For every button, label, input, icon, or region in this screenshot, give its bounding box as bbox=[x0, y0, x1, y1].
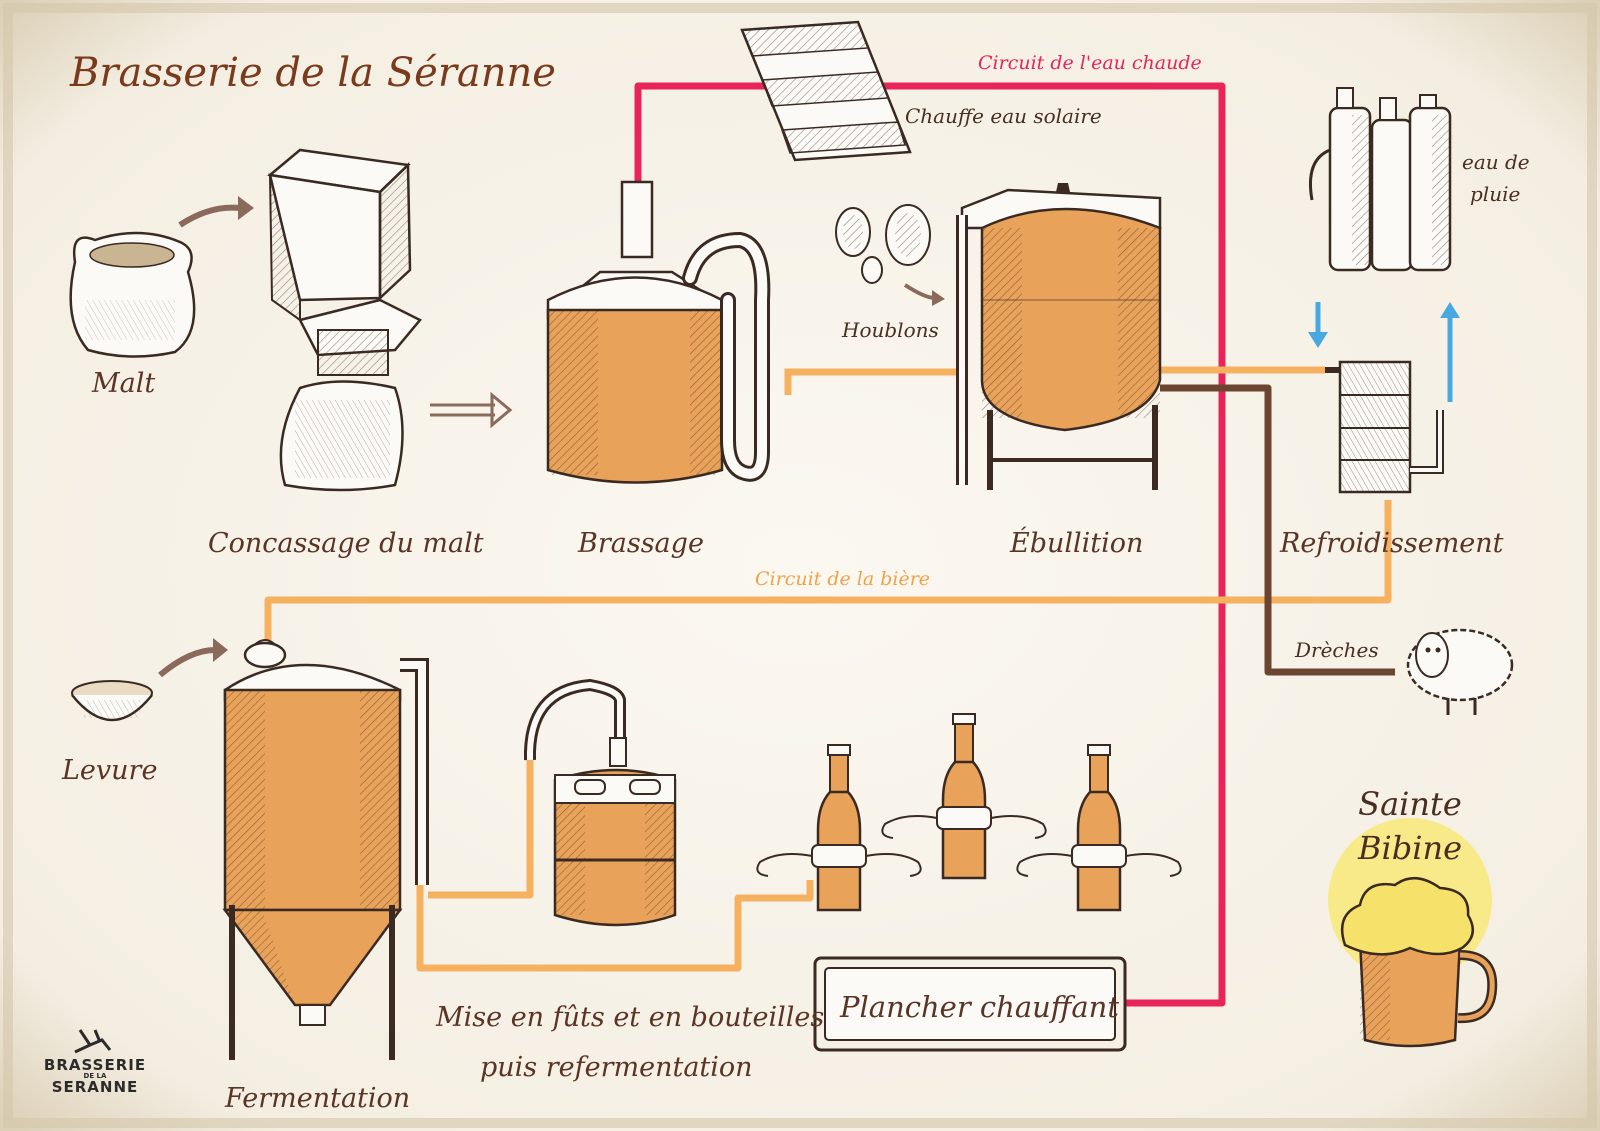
label-eau-de-pluie-line1: eau de bbox=[1462, 150, 1530, 174]
label-sainte-bibine: Sainte Bibine bbox=[1330, 782, 1490, 870]
beer-pipe-fermenter-keg bbox=[428, 760, 534, 899]
logo-line1: BRASSERIE bbox=[43, 1056, 147, 1074]
fermenter-illustration bbox=[222, 639, 429, 1060]
arrow-hops-to-kettle-head bbox=[932, 290, 945, 306]
mash-tun-illustration bbox=[546, 180, 771, 484]
label-sainte: Sainte bbox=[1358, 785, 1462, 823]
label-levure: Levure bbox=[62, 755, 158, 786]
brewery-logo-mantis bbox=[74, 1029, 112, 1054]
rainwater-tanks-illustration bbox=[1309, 87, 1452, 272]
cold-water-in-arrow bbox=[1308, 302, 1328, 348]
beer-pipe-brassage-ebullition bbox=[784, 368, 962, 395]
label-plancher-chauffant: Plancher chauffant bbox=[840, 990, 1119, 1024]
hot-water-circuit-pipe bbox=[634, 82, 1226, 1007]
paper-border bbox=[3, 3, 1597, 1128]
beer-mug-illustration bbox=[1340, 877, 1498, 1048]
yeast-bowl-illustration bbox=[71, 680, 153, 722]
logo-small: DE LA bbox=[83, 1072, 107, 1080]
arrow-yeast-to-fermenter-head bbox=[213, 638, 228, 662]
bottle-right-illustration bbox=[1016, 744, 1182, 912]
label-brassage: Brassage bbox=[578, 528, 704, 559]
malt-sack-illustration bbox=[69, 231, 196, 358]
page-title: Brasserie de la Séranne bbox=[70, 50, 556, 96]
sheep-illustration bbox=[1406, 628, 1514, 715]
keg-illustration bbox=[523, 678, 677, 927]
label-concassage: Concassage du malt bbox=[208, 528, 484, 559]
label-malt: Malt bbox=[92, 368, 156, 399]
heat-exchanger-illustration bbox=[1325, 360, 1444, 494]
bottle-left-illustration bbox=[756, 744, 922, 912]
boil-kettle-illustration bbox=[956, 183, 1162, 490]
label-dreches: Drèches bbox=[1295, 638, 1379, 662]
label-bibine: Bibine bbox=[1357, 829, 1462, 867]
label-houblons: Houblons bbox=[842, 318, 939, 342]
floor-heating-box-inner bbox=[824, 967, 1116, 1041]
malt-mill-illustration bbox=[267, 148, 422, 492]
arrow-malt-to-mill bbox=[178, 204, 241, 228]
label-fermentation: Fermentation bbox=[225, 1083, 411, 1114]
beer-pipe-cooler-fermenter bbox=[264, 500, 1392, 648]
beer-pipe-fermenter-bottles bbox=[416, 830, 814, 972]
logo-line2: SERANNE bbox=[51, 1078, 139, 1096]
label-mise-en-futs-line1: Mise en fûts et en bouteilles bbox=[436, 1002, 825, 1033]
label-ebullition: Ébullition bbox=[1010, 528, 1144, 559]
label-chauffe-eau-solaire: Chauffe eau solaire bbox=[905, 104, 1102, 128]
label-refroidissement: Refroidissement bbox=[1280, 528, 1504, 559]
label-mise-en-futs-line2: puis refermentation bbox=[480, 1052, 753, 1083]
hops-illustration bbox=[835, 204, 931, 284]
arrow-yeast-to-fermenter bbox=[158, 647, 216, 678]
label-beer-circuit: Circuit de la bière bbox=[755, 568, 931, 590]
arrow-malt-to-mill-head bbox=[238, 196, 254, 220]
bottle-middle-illustration bbox=[881, 713, 1047, 880]
label-eau-de-pluie-line2: pluie bbox=[1470, 182, 1521, 206]
floor-heating-box-outer bbox=[813, 956, 1127, 1052]
solar-water-heater-illustration bbox=[740, 20, 912, 162]
label-hot-water-circuit: Circuit de l'eau chaude bbox=[978, 52, 1202, 74]
arrow-mill-to-brassage bbox=[430, 391, 513, 429]
brewery-logo: BRASSERIE DE LA SERANNE bbox=[30, 1056, 160, 1096]
cold-water-out-arrow bbox=[1440, 302, 1460, 402]
dreches-pipe bbox=[1160, 384, 1395, 676]
